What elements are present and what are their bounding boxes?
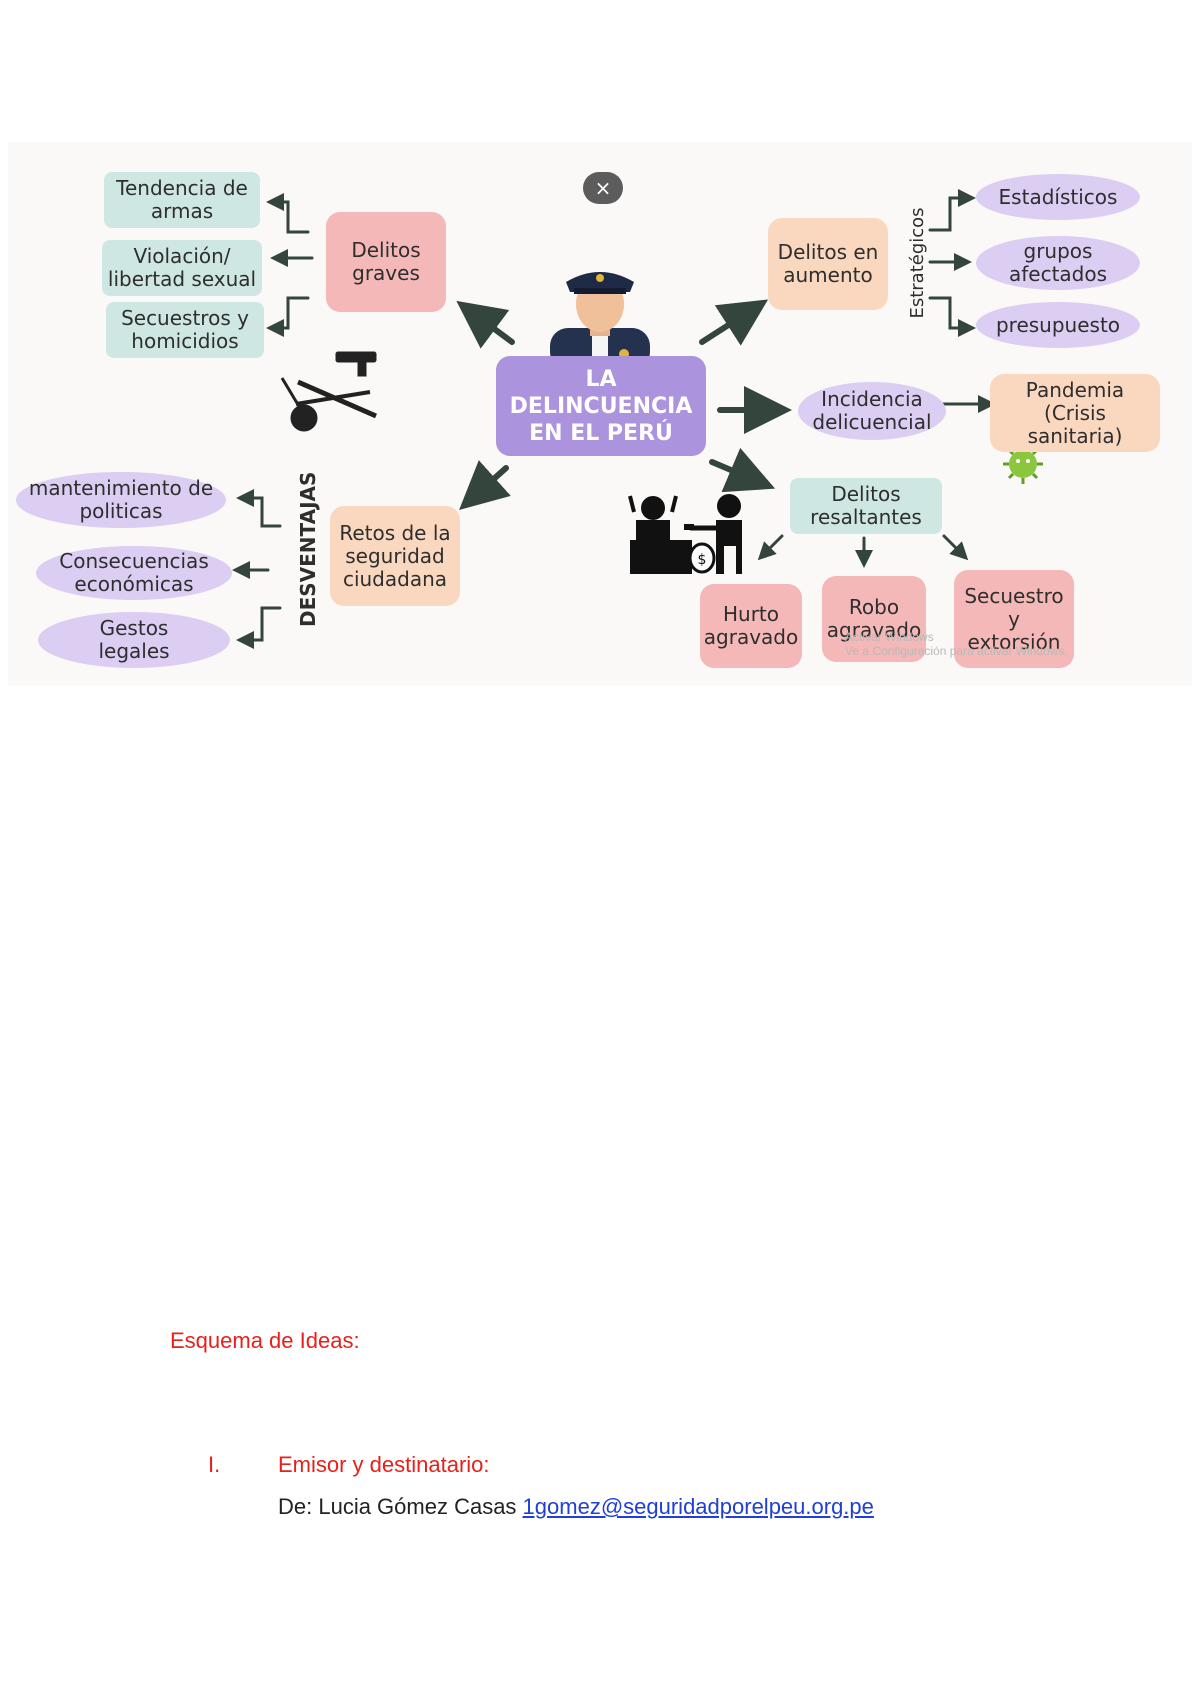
weapons-icon (280, 351, 377, 432)
arrow-to-presupuesto (928, 296, 976, 337)
node-mantenimiento: mantenimiento de politicas (16, 472, 226, 528)
sender-line: De: Lucia Gómez Casas 1gomez@seguridadpo… (278, 1494, 874, 1520)
node-secuestro-extorsion: Secuestro y extorsión (954, 570, 1074, 668)
label-desventajas: DESVENTAJAS (296, 471, 320, 627)
arrow-to-secuestros (266, 296, 310, 337)
node-robo-agravado: Robo agravado (822, 576, 926, 662)
node-grupos-afectados: grupos afectados (976, 236, 1140, 290)
node-incidencia: Incidencia delicuencial (798, 382, 946, 440)
list-heading: Emisor y destinatario: (278, 1452, 490, 1477)
node-delitos-resaltantes: Delitos resaltantes (790, 478, 942, 534)
arrow-to-gestos (236, 606, 282, 649)
arrow-to-tendencia (266, 193, 310, 234)
node-tendencia-armas: Tendencia de armas (104, 172, 260, 228)
node-delitos-graves: Delitos graves (326, 212, 446, 312)
sender-label: De: Lucia Gómez Casas (278, 1494, 523, 1519)
arrow-to-retos (459, 460, 511, 511)
node-estadisticos: Estadísticos (976, 174, 1140, 220)
police-officer-icon (550, 272, 650, 370)
node-retos: Retos de la seguridad ciudadana (330, 506, 460, 606)
section-heading: Esquema de Ideas: (170, 1328, 360, 1353)
arrow-to-delitos-aumento (699, 299, 769, 346)
arrow-to-estadisticos (928, 189, 976, 232)
label-estrategicos: Estratégicos (907, 207, 928, 319)
arrow-to-delitos-graves (456, 300, 515, 349)
node-pandemia: Pandemia (Crisis sanitaria) (990, 374, 1160, 452)
close-button[interactable]: × (583, 172, 623, 204)
node-hurto-agravado: Hurto agravado (700, 584, 802, 668)
arrow-to-secuestro (942, 534, 969, 561)
svg-text:$: $ (698, 552, 707, 568)
arrow-to-hurto (757, 534, 784, 561)
node-consecuencias: Consecuencias económicas (36, 546, 232, 600)
activation-watermark: Activar Windows Ve a Configuración para … (845, 630, 1068, 658)
center-node: LA DELINCUENCIA EN EL PERÚ (496, 356, 706, 456)
mind-map-connectors: $ (232, 189, 1043, 649)
arrow-to-resaltantes (709, 447, 776, 493)
robbery-scene-icon: $ (628, 494, 742, 574)
list-number: I. (208, 1452, 221, 1477)
arrow-to-mantenimiento (236, 489, 282, 528)
node-violacion: Violación/ libertad sexual (102, 240, 262, 296)
node-gestos-legales: Gestos legales (38, 612, 230, 668)
sender-email-link[interactable]: 1gomez@seguridadporelpeu.org.pe (522, 1494, 874, 1519)
node-delitos-aumento: Delitos en aumento (768, 218, 888, 310)
node-presupuesto: presupuesto (976, 302, 1140, 348)
node-secuestros-homicidios: Secuestros y homicidios (106, 302, 264, 358)
